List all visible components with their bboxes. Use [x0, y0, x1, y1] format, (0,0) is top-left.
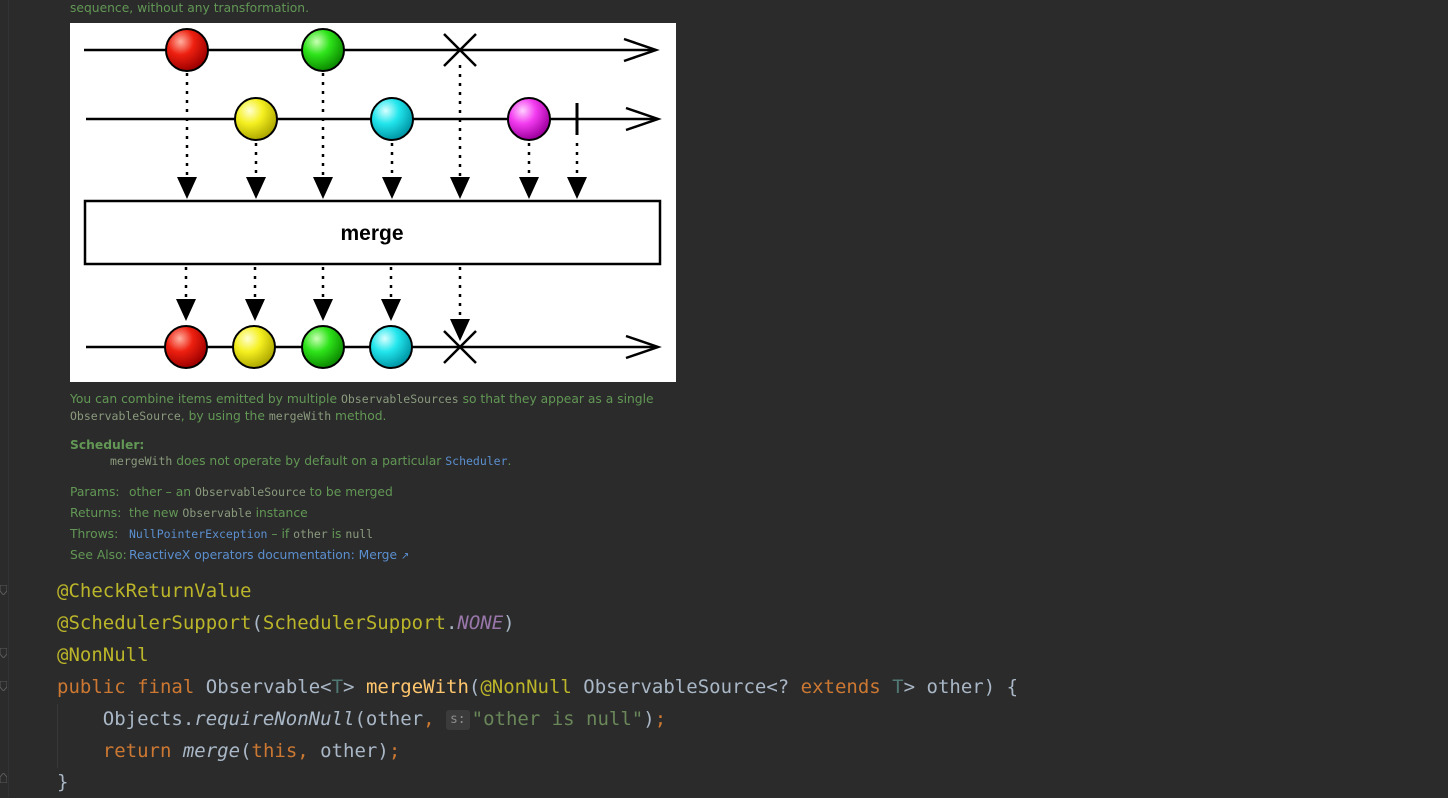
returns-label: Returns:	[70, 506, 122, 520]
comma: ,	[423, 708, 435, 730]
comma: ,	[297, 740, 309, 762]
throws-row: Throws: NullPointerException – if other i…	[70, 526, 373, 543]
fold-marker-icon[interactable]	[0, 773, 7, 783]
param-rest: > other) {	[903, 676, 1019, 698]
brace: }	[57, 771, 69, 793]
type-parameter: T	[892, 676, 904, 698]
description-code: ObservableSource	[70, 409, 181, 423]
paren: (	[251, 612, 263, 634]
see-also-label: See Also:	[70, 548, 127, 562]
semicolon: ;	[654, 708, 667, 730]
throws-code: null	[345, 527, 374, 541]
returns-text: instance	[251, 506, 308, 520]
static-call: merge	[182, 740, 241, 762]
scheduler-link[interactable]: Scheduler	[445, 454, 508, 468]
annotation: @CheckReturnValue	[57, 580, 252, 602]
class-ref: Objects.	[102, 708, 195, 730]
code-line-6[interactable]: return merge(this, other);	[57, 735, 401, 767]
keyword: extends	[800, 676, 881, 698]
paren: )	[643, 708, 655, 730]
description-text: You can combine items emitted by multipl…	[70, 392, 341, 406]
fold-marker-icon[interactable]	[0, 585, 7, 595]
type: Observable<	[205, 676, 332, 698]
keyword: final	[137, 676, 195, 698]
args: (other	[354, 708, 424, 730]
doc-top-line: sequence, without any transformation.	[70, 1, 310, 15]
operator-label: merge	[340, 222, 403, 245]
code-line-1[interactable]: @CheckReturnValue	[57, 575, 251, 607]
string-literal: "other is null"	[471, 708, 644, 730]
see-also-link[interactable]: ReactiveX operators documentation: Merge	[129, 548, 398, 562]
throws-text: – if	[267, 527, 294, 541]
returns-text: the new	[129, 506, 183, 520]
annotation: @NonNull	[480, 676, 572, 698]
params-row: Params: other – an ObservableSource to be…	[70, 484, 393, 501]
constant: NONE	[457, 612, 504, 634]
args: other)	[308, 740, 389, 762]
throws-label: Throws:	[70, 527, 119, 541]
editor-gutter	[0, 0, 9, 797]
fold-marker-icon[interactable]	[0, 681, 7, 691]
throws-text: is	[327, 527, 346, 541]
method-name: mergeWith	[365, 676, 469, 698]
indent-guide	[57, 704, 58, 768]
marble-diagram: merge	[70, 23, 676, 382]
fold-marker-icon[interactable]	[0, 648, 7, 658]
params-text: to be merged	[305, 485, 393, 499]
throws-link[interactable]: NullPointerException	[129, 527, 268, 541]
description-text: , by using the	[180, 409, 269, 423]
description-code: mergeWith	[268, 409, 332, 423]
annotation: @NonNull	[57, 644, 149, 666]
see-also-row: See Also:ReactiveX operators documentati…	[70, 547, 409, 565]
type-parameter: T	[331, 676, 344, 698]
code-line-4[interactable]: public final Observable<T> mergeWith(@No…	[57, 671, 1018, 703]
static-call: requireNonNull	[194, 708, 355, 730]
code-line-7[interactable]: }	[57, 766, 68, 798]
parameter-hint: s:	[445, 710, 470, 730]
type: >	[343, 676, 366, 698]
code-line-3[interactable]: @NonNull	[57, 639, 149, 671]
doc-description: You can combine items emitted by multipl…	[70, 391, 654, 425]
description-text: method.	[331, 409, 387, 423]
returns-code: Observable	[182, 506, 252, 520]
annotation-class: SchedulerSupport	[262, 612, 446, 634]
dot: .	[445, 612, 458, 634]
keyword: this	[251, 740, 298, 762]
annotation: @SchedulerSupport	[57, 612, 252, 634]
params-text: other – an	[129, 485, 195, 499]
params-label: Params:	[70, 485, 120, 499]
keyword: return	[102, 740, 172, 762]
paren: )	[503, 612, 515, 634]
throws-code: other	[293, 527, 328, 541]
paren: (	[240, 740, 252, 762]
code-line-5[interactable]: Objects.requireNonNull(other, s:"other i…	[57, 703, 666, 735]
marble-diagram-svg: merge	[83, 28, 662, 369]
paren: (	[468, 676, 481, 698]
external-link-icon[interactable]: ↗	[400, 551, 410, 562]
keyword: public	[57, 676, 126, 698]
code-line-2[interactable]: @SchedulerSupport(SchedulerSupport.NONE)	[57, 607, 515, 639]
scheduler-heading: Scheduler:	[70, 438, 145, 452]
scheduler-description: mergeWith does not operate by default on…	[110, 453, 511, 470]
semicolon: ;	[388, 740, 401, 762]
description-code: ObservableSources	[340, 392, 459, 406]
params-code: ObservableSource	[194, 485, 306, 499]
scheduler-text: .	[507, 454, 512, 468]
scheduler-code: mergeWith	[110, 454, 173, 468]
returns-row: Returns: the new Observable instance	[70, 505, 308, 522]
param-type: ObservableSource<?	[571, 676, 801, 698]
description-text: so that they appear as a single	[458, 392, 654, 406]
scheduler-text: does not operate by default on a particu…	[172, 454, 446, 468]
